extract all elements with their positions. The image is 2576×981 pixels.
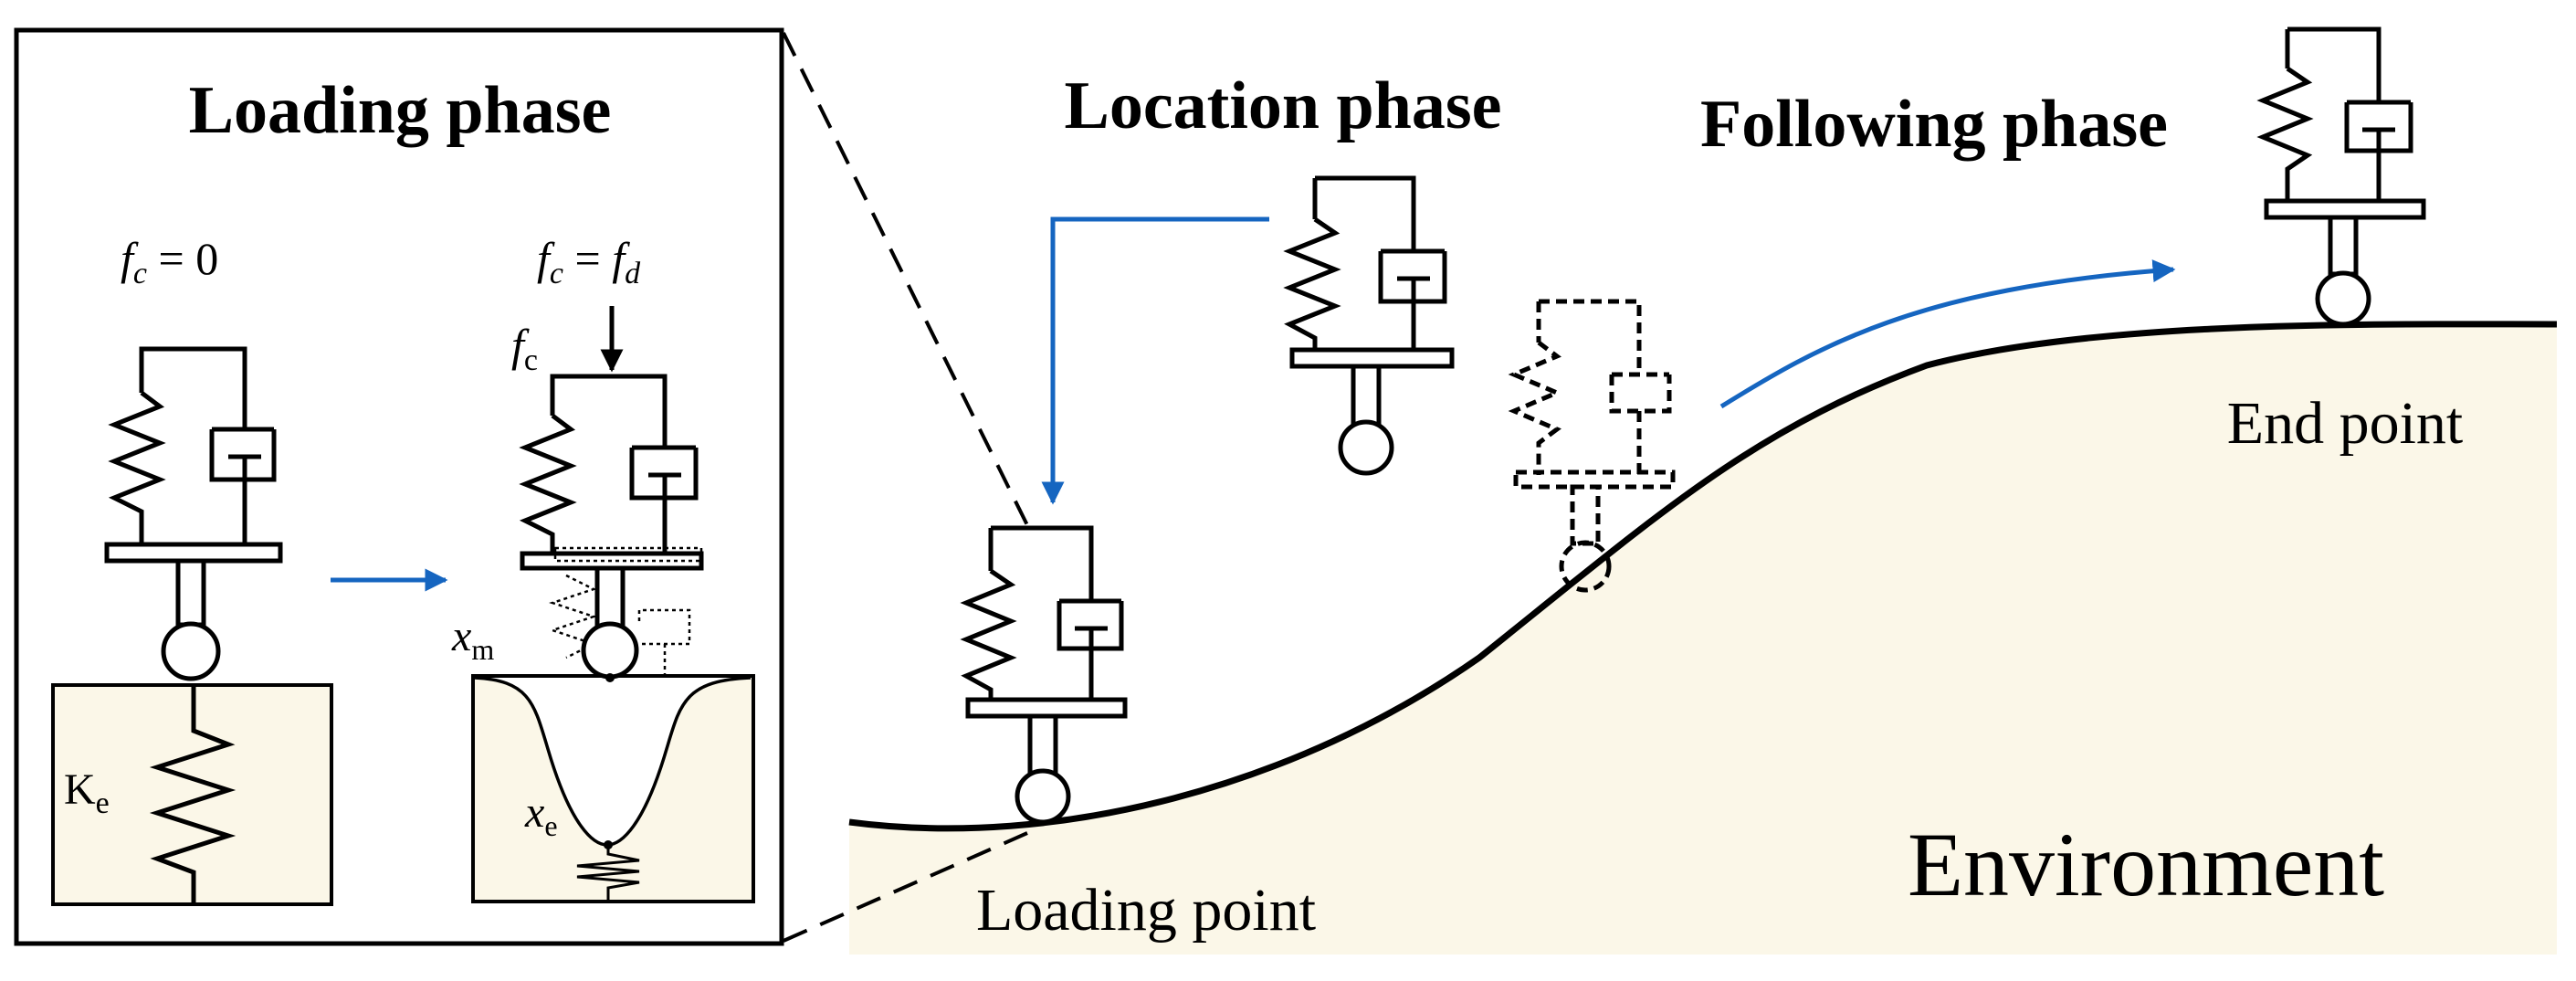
contact-point-dot	[605, 673, 615, 682]
impedance-model-end-point	[2256, 26, 2426, 327]
impedance-model-loading-point	[960, 525, 1128, 825]
impedance-model-location	[1283, 175, 1455, 476]
zoom-line-top	[782, 32, 1029, 526]
loading-point-label: Loading point	[976, 877, 1316, 944]
following-phase-title: Following phase	[1700, 87, 2168, 162]
deformed-environment-block	[471, 674, 755, 903]
loading-phase-title: Loading phase	[189, 73, 612, 148]
ke-label: Ke	[64, 765, 110, 820]
zoom-line-bottom	[783, 831, 1028, 943]
environment-stiffness-block	[51, 683, 333, 906]
environment-label: Environment	[1908, 814, 2384, 915]
environment-terrain	[849, 323, 2557, 955]
impedance-model-loaded	[519, 374, 704, 630]
impedance-model-transition-ghost	[1508, 299, 1676, 593]
xm-label: xm	[451, 612, 494, 666]
location-phase-title: Location phase	[1064, 69, 1501, 143]
loaded-contact-ball	[581, 621, 639, 680]
transition-to-following-arrow	[1719, 259, 2176, 409]
xe-label: xe	[524, 788, 558, 842]
impedance-model-unloaded	[104, 346, 283, 681]
terrain-surface-line	[848, 321, 2558, 832]
location-to-loading-arrow	[1041, 216, 1269, 505]
end-point-label: End point	[2227, 390, 2464, 457]
